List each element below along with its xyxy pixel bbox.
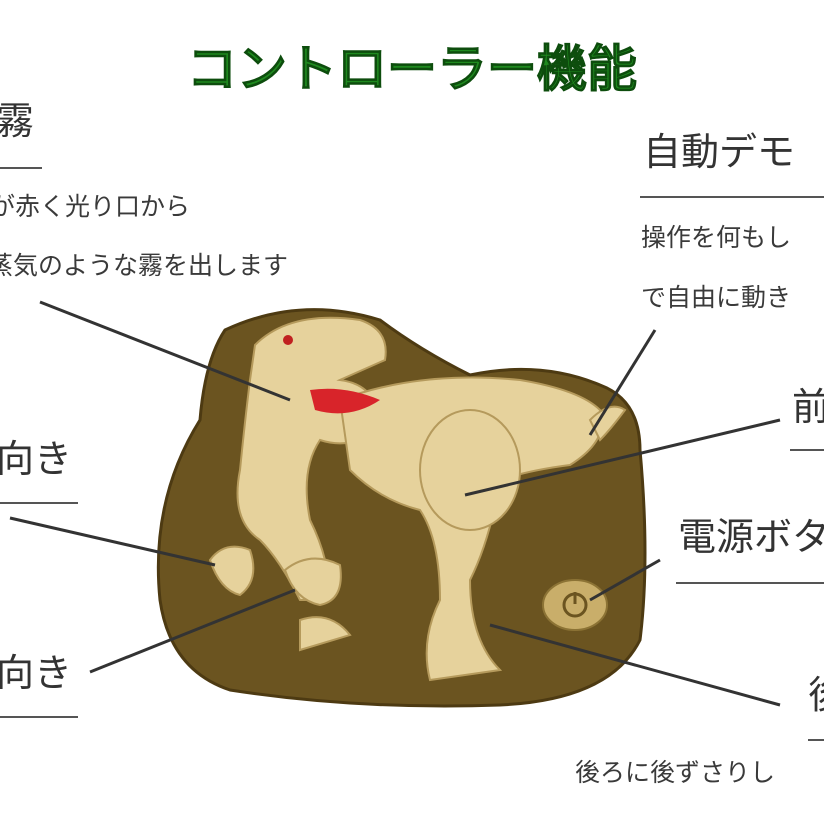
- auto-demo-desc-1: 操作を何もし: [641, 223, 792, 252]
- auto-demo-heading: 自動デモ: [643, 130, 796, 174]
- power-heading: 電源ボタ: [678, 515, 824, 559]
- mist-desc-2: 蒸気のような霧を出します: [0, 251, 289, 280]
- page-title: コントローラー機能: [187, 40, 638, 98]
- divider: [0, 716, 78, 718]
- divider: [0, 502, 78, 504]
- backward-desc-1: 後ろに後ずさりし: [575, 758, 776, 787]
- divider: [640, 196, 824, 198]
- dinosaur: [208, 316, 627, 682]
- auto-demo-desc-2: で自由に動き: [641, 283, 792, 312]
- divider: [676, 582, 824, 584]
- dinosaur-mouth: [310, 388, 380, 414]
- divider: [790, 449, 824, 451]
- right-turn-heading: 向き: [0, 651, 73, 695]
- backward-heading: 後: [808, 676, 824, 714]
- forward-heading: 前: [792, 385, 824, 429]
- power-button-illustration: [542, 579, 608, 631]
- mist-heading: 霧: [0, 99, 35, 143]
- leader-lines: [9, 300, 781, 707]
- dinosaur-eye: [283, 335, 293, 345]
- divider: [808, 739, 824, 741]
- divider: [0, 167, 42, 169]
- left-turn-heading: 向き: [0, 437, 73, 481]
- mist-desc-1: が赤く光り口から: [0, 192, 191, 221]
